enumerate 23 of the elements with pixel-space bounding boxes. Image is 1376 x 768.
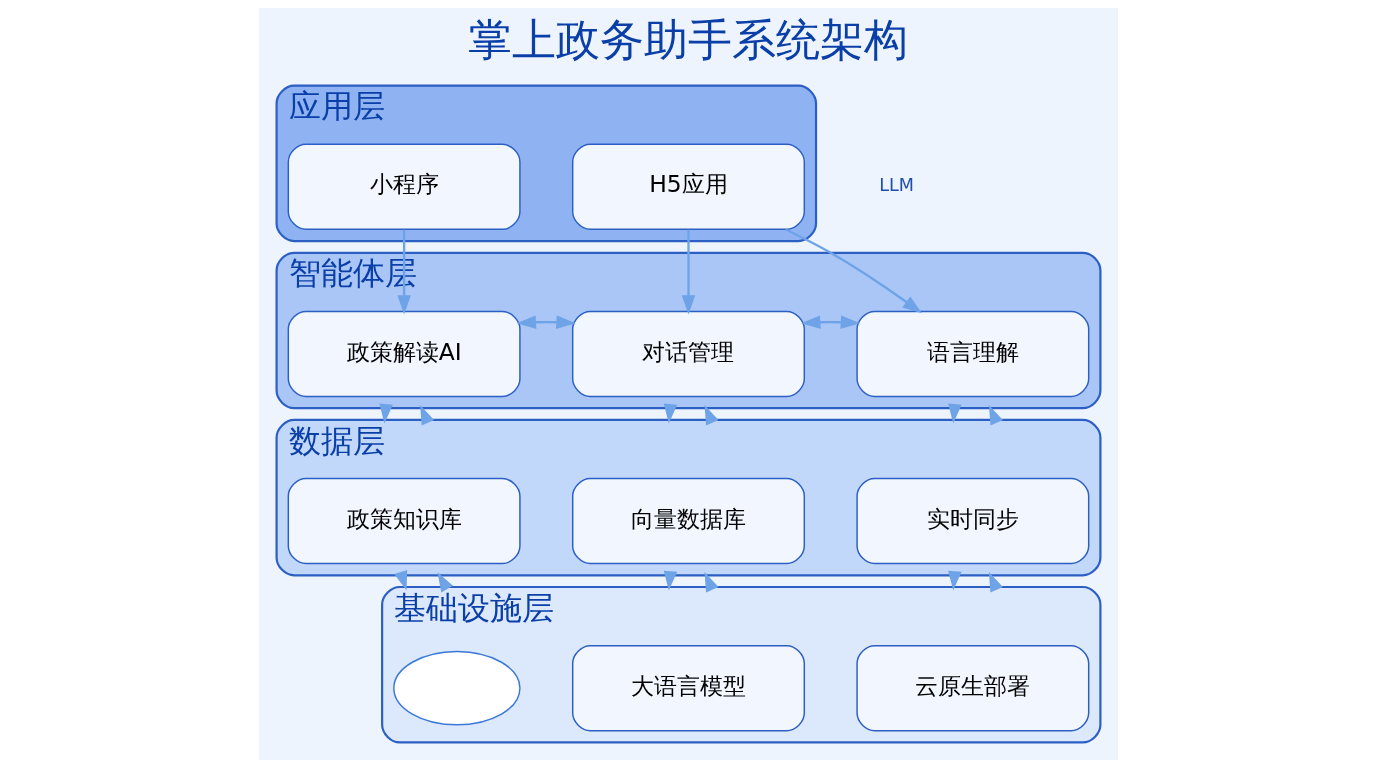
arrow — [378, 403, 393, 424]
node-box: 云原生部署 — [855, 644, 1089, 732]
node-box: 小程序 — [287, 143, 521, 231]
arrow — [784, 228, 922, 314]
label: LLM — [878, 175, 914, 196]
node-box: 向量数据库 — [571, 477, 805, 565]
diagram-title: 掌上政务助手系统架构 — [468, 13, 908, 65]
node-box: 政策知识库 — [287, 477, 521, 565]
node-box: 实时同步 — [855, 477, 1089, 565]
arrow — [663, 570, 677, 591]
arrow — [516, 315, 576, 329]
node-cloud — [392, 650, 521, 726]
node-box: 语言理解 — [855, 310, 1089, 398]
node-box: 大语言模型 — [571, 644, 805, 732]
node-box: 政策解读AI — [287, 310, 521, 398]
arrow — [947, 403, 962, 424]
arrow — [947, 570, 962, 591]
arrow — [663, 403, 677, 424]
node-box: 对话管理 — [571, 310, 805, 398]
arrow — [681, 229, 695, 315]
arrow — [396, 229, 411, 315]
arrow — [800, 315, 860, 329]
node-box: H5应用 — [571, 143, 805, 231]
